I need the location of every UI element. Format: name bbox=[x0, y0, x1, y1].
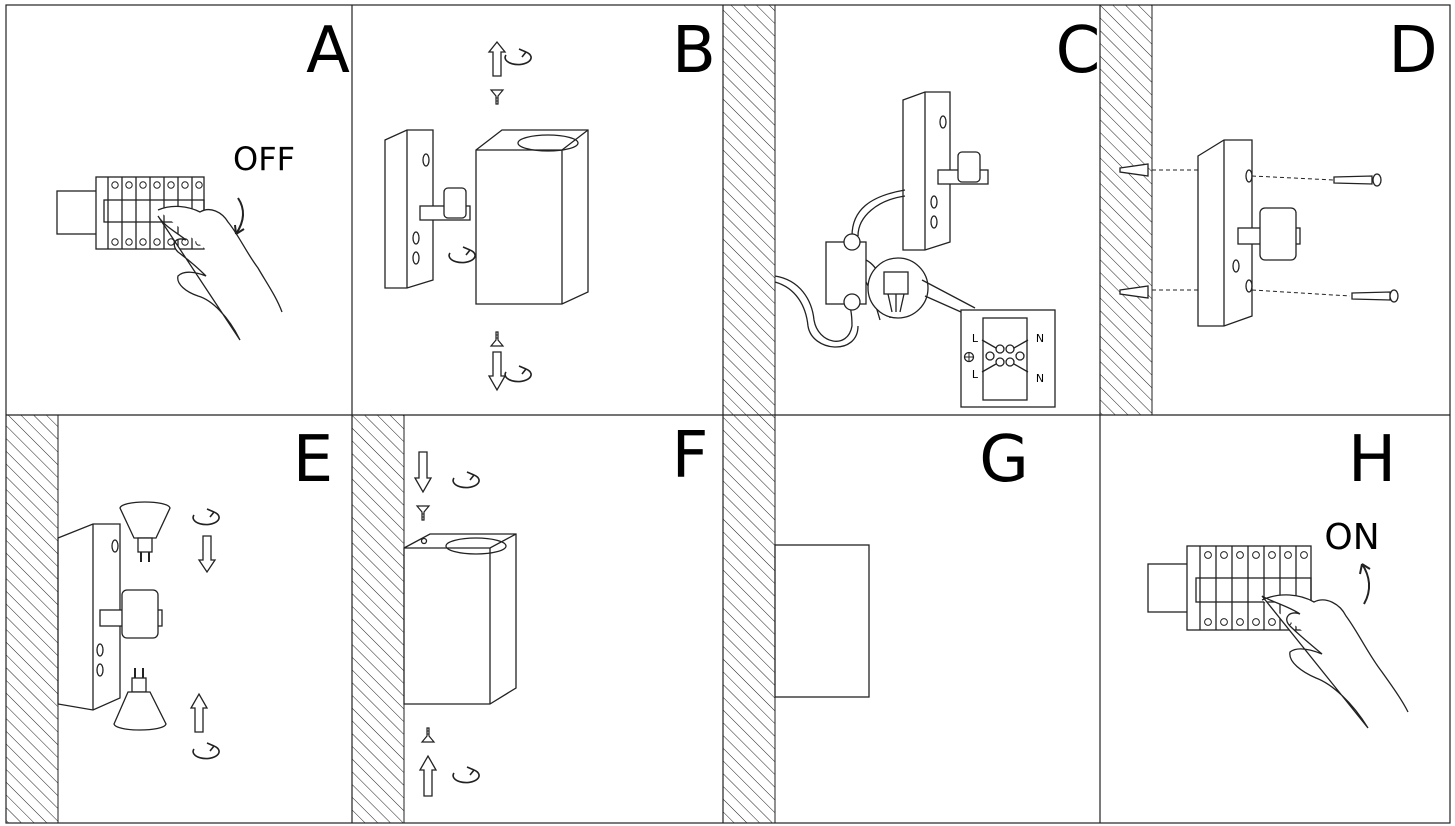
hatched-wall-e bbox=[5, 414, 59, 824]
panel-b-lamp-cover bbox=[475, 129, 589, 305]
panel-c-terminal-block: L N L N bbox=[960, 309, 1056, 408]
panel-letter-c: C bbox=[1056, 14, 1101, 88]
arrow-head-icon bbox=[1359, 563, 1371, 575]
hand-icon bbox=[157, 205, 283, 341]
panel-letter-b: B bbox=[672, 14, 716, 88]
hand-icon bbox=[1261, 594, 1409, 729]
screw-icon bbox=[1351, 291, 1391, 301]
wall-plug-icon bbox=[1119, 163, 1149, 177]
panel-b-mounting-bracket bbox=[384, 129, 476, 289]
panel-letter-g: G bbox=[979, 423, 1029, 497]
panel-f-lamp-cover bbox=[403, 533, 517, 705]
switch-up-arrow-icon bbox=[1361, 563, 1370, 605]
hatched-wall-f bbox=[351, 414, 405, 824]
panel-b-arrow-down bbox=[487, 331, 532, 392]
wall-plug-icon bbox=[1119, 285, 1149, 299]
panel-e-arrows bbox=[189, 508, 220, 760]
terminal-label-n-top: N bbox=[1036, 332, 1044, 345]
panel-letter-e: E bbox=[293, 423, 333, 497]
panel-f-top bbox=[413, 451, 480, 521]
off-label: OFF bbox=[233, 140, 295, 178]
installed-lamp-icon bbox=[774, 544, 870, 698]
hatched-wall-g bbox=[722, 414, 776, 824]
panel-letter-a: A bbox=[306, 14, 350, 88]
panel-h-breaker bbox=[1147, 545, 1312, 631]
panel-f-bottom bbox=[418, 727, 480, 797]
panel-d-screws bbox=[1119, 163, 1399, 303]
arrow-head-icon bbox=[234, 224, 245, 235]
panel-b-arrow-up bbox=[487, 40, 532, 105]
terminal-label-l-top: L bbox=[972, 332, 979, 345]
panel-letter-h: H bbox=[1348, 423, 1396, 497]
panel-c-wires bbox=[774, 189, 976, 348]
on-label: ON bbox=[1324, 517, 1379, 558]
panel-d-bracket bbox=[1197, 139, 1301, 327]
terminal-label-l-bottom: L bbox=[972, 368, 979, 381]
switch-down-arrow-icon bbox=[235, 197, 244, 235]
panel-letter-d: D bbox=[1388, 14, 1437, 88]
panel-letter-f: F bbox=[672, 419, 709, 493]
terminal-label-n-bottom: N bbox=[1036, 372, 1044, 385]
hatched-wall-d bbox=[1099, 4, 1153, 416]
gu10-bulb-top-icon bbox=[119, 501, 171, 562]
panel-c-bracket bbox=[902, 91, 989, 251]
panel-e-bracket bbox=[57, 523, 163, 711]
hatched-wall-c bbox=[722, 4, 776, 416]
gu10-bulb-bottom-icon bbox=[113, 668, 167, 731]
screw-icon bbox=[1333, 175, 1373, 185]
